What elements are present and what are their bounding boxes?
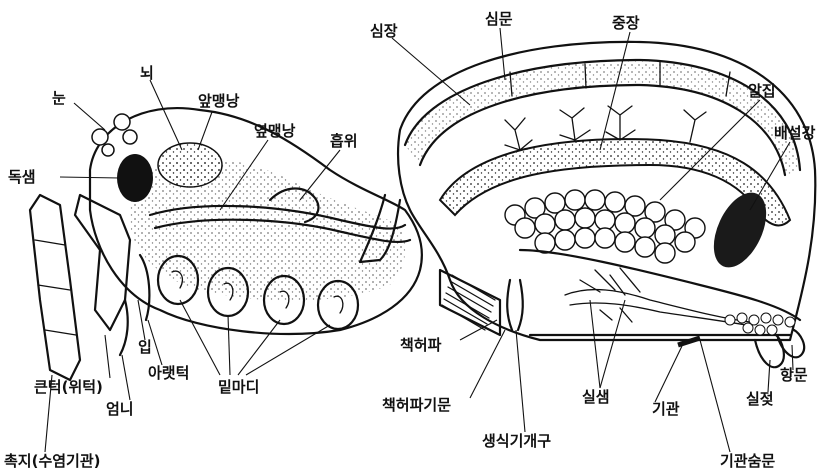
label-spinneret: 실젖 (746, 390, 774, 408)
label-pedipalp: 촉지(수염기관) (4, 452, 101, 470)
brain (158, 143, 222, 187)
genital-slits (507, 280, 523, 330)
label-lateral-stomach: 옆맹낭 (254, 122, 296, 140)
label-silk-gland: 실샘 (582, 388, 610, 406)
label-lower-lip: 아랫턱 (148, 364, 189, 382)
ovary-eggs (505, 190, 705, 263)
label-walking-leg-bases: 밑마디 (218, 378, 259, 396)
label-ovary: 알집 (748, 82, 776, 100)
silk-gland (565, 268, 752, 326)
label-genital-opening: 생식기개구 (482, 432, 551, 450)
label-cloaca: 배설강 (774, 124, 816, 142)
label-heart: 심장 (370, 22, 398, 40)
label-book-lung: 책허파 (400, 336, 442, 354)
label-tracheal-opening: 기관숨문 (720, 452, 775, 470)
eyes (92, 114, 137, 156)
lower-lip (140, 255, 149, 320)
label-brain: 뇌 (140, 64, 154, 82)
label-anterior-stomach: 앞맹낭 (198, 92, 240, 110)
label-anus: 항문 (780, 366, 808, 384)
label-trachea: 기관 (652, 400, 680, 418)
label-mouth: 입 (138, 338, 152, 356)
label-chelicera-base: 큰턱(위턱) (34, 378, 103, 396)
label-book-lung-opening: 책허파기문 (382, 396, 451, 414)
label-sucking-stomach: 흡위 (330, 132, 358, 150)
label-poison-gland: 독샘 (8, 168, 36, 186)
label-midgut: 중장 (612, 14, 640, 32)
label-fang: 엄니 (106, 400, 134, 418)
label-eye: 눈 (52, 89, 66, 107)
silk-gland-nodes (725, 313, 795, 335)
poison-gland (117, 154, 153, 202)
label-ostium: 심문 (485, 10, 513, 28)
chelicera (75, 195, 130, 330)
